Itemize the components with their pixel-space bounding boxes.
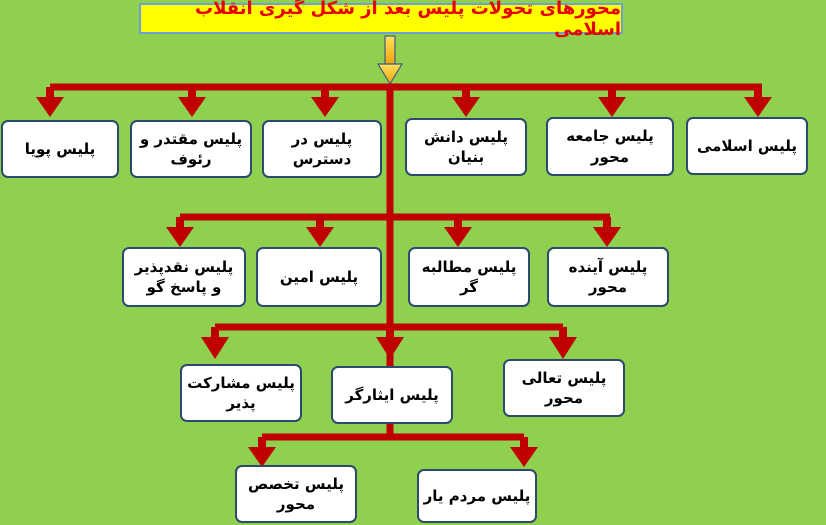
title-down-arrow bbox=[376, 35, 404, 86]
node-people-friendly-police: پلیس مردم یار bbox=[417, 469, 537, 523]
node-islamic-police: پلیس اسلامی bbox=[686, 117, 808, 175]
node-accessible-police: پلیس در دسترس bbox=[262, 120, 382, 178]
node-self-sacrificing-police: پلیس ایثارگر bbox=[331, 366, 453, 424]
node-trustworthy-police: پلیس امین bbox=[256, 247, 382, 307]
node-specialization-oriented-police: پلیس تخصص محور bbox=[235, 465, 357, 523]
node-powerful-compassionate-police: پلیس مقتدر و رئوف bbox=[130, 120, 252, 178]
node-accountable-police: پلیس نقدپذیر و پاسخ گو bbox=[122, 247, 246, 307]
node-demanding-police: پلیس مطالبه گر bbox=[408, 247, 530, 307]
node-excellence-oriented-police: پلیس تعالی محور bbox=[503, 359, 625, 417]
node-dynamic-police: پلیس پویا bbox=[1, 120, 119, 178]
diagram-title: محورهای تحولات پلیس بعد از شکل گیری انقل… bbox=[139, 0, 623, 40]
node-future-oriented-police: پلیس آینده محور bbox=[547, 247, 669, 307]
node-knowledge-based-police: پلیس دانش بنیان bbox=[405, 118, 527, 176]
node-participatory-police: پلیس مشارکت پذیر bbox=[180, 364, 302, 422]
node-community-oriented-police: پلیس جامعه محور bbox=[546, 117, 674, 176]
